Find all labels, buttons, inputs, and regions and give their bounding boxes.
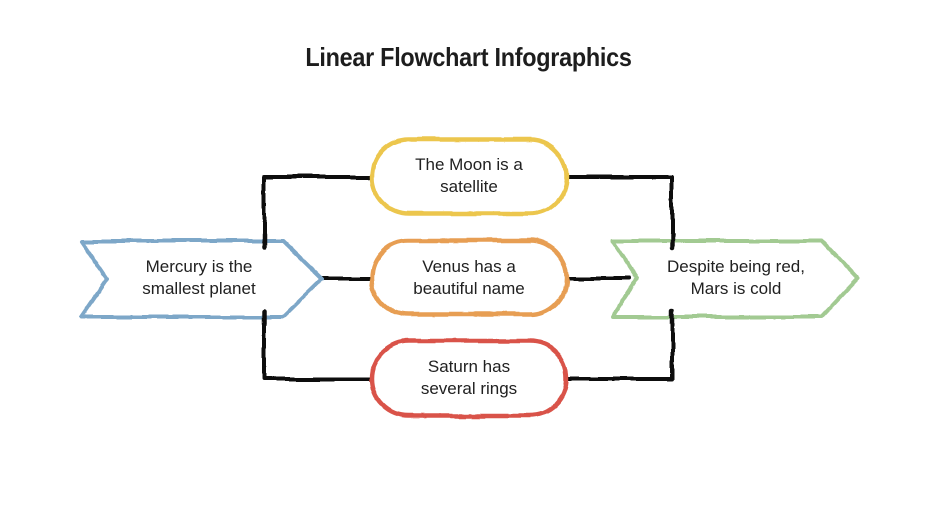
- saturn-pill-shape: [369, 339, 569, 418]
- mars-arrow-shape: [611, 239, 860, 319]
- connector-start-to-moon: [262, 175, 376, 254]
- mercury-arrow-shape: [79, 239, 324, 319]
- connector-start-to-saturn: [262, 304, 380, 381]
- shape-group: [79, 137, 860, 418]
- moon-pill-shape: [369, 137, 569, 216]
- venus-node-label: Venus has a beautiful name: [413, 257, 525, 298]
- page-title: Linear Flowchart Infographics: [305, 42, 632, 72]
- connector-moon-to-end: [562, 175, 674, 254]
- moon-node-label: The Moon is a satellite: [415, 155, 523, 196]
- mars-node-label: Despite being red, Mars is cold: [667, 257, 805, 298]
- connector-saturn-to-end: [562, 304, 674, 381]
- saturn-node-label: Saturn has several rings: [420, 357, 518, 398]
- mercury-node-label: Mercury is the smallest planet: [142, 257, 256, 298]
- connector-group: [262, 175, 674, 381]
- connector-tick-group: [261, 231, 675, 327]
- venus-pill-shape: [369, 238, 569, 317]
